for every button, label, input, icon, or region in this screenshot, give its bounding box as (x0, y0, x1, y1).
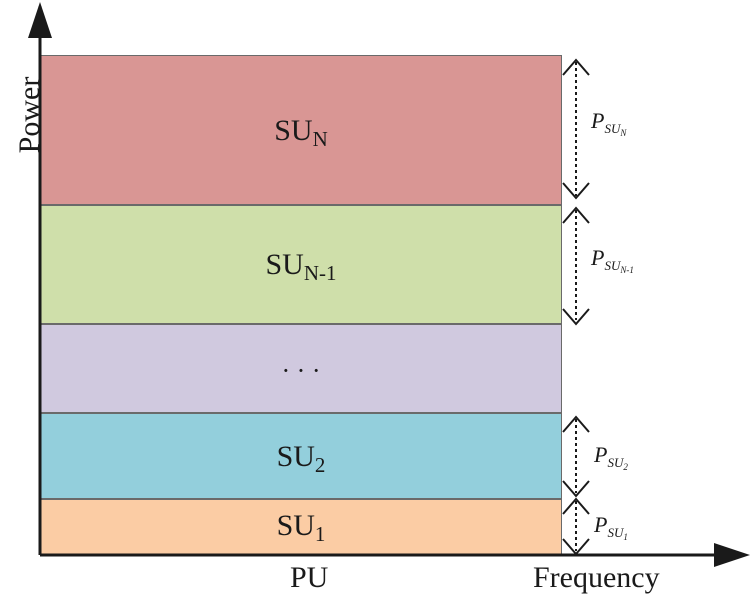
band-label-su-n-1: SUN-1 (265, 248, 337, 286)
band-ellipsis (40, 324, 562, 413)
x-axis-arrowhead (714, 543, 750, 567)
p-label-su-n-1: PSUN-1 (591, 245, 634, 276)
power-arrow-su-n-1 (562, 206, 590, 326)
power-arrow-su-2 (562, 415, 590, 498)
band-su-n (40, 55, 562, 205)
power-arrow-su-n (562, 58, 590, 200)
band-label-ellipsis: · · · (281, 356, 321, 385)
p-label-su-1: PSU1 (594, 512, 628, 543)
band-label-su-n: SUN (274, 114, 328, 152)
pu-label: PU (290, 561, 329, 594)
p-label-su-2: PSU2 (594, 442, 628, 473)
band-su-n-1 (40, 205, 562, 324)
p-label-su-n: PSUN (591, 108, 627, 139)
y-axis-arrowhead (28, 2, 52, 38)
band-su-2 (40, 413, 562, 499)
x-axis-title: Frequency (533, 561, 660, 594)
y-axis-title: Power (13, 76, 46, 154)
band-label-su-2: SU2 (276, 440, 326, 478)
power-arrow-su-1 (562, 497, 590, 556)
band-label-su-1: SU1 (276, 509, 326, 547)
